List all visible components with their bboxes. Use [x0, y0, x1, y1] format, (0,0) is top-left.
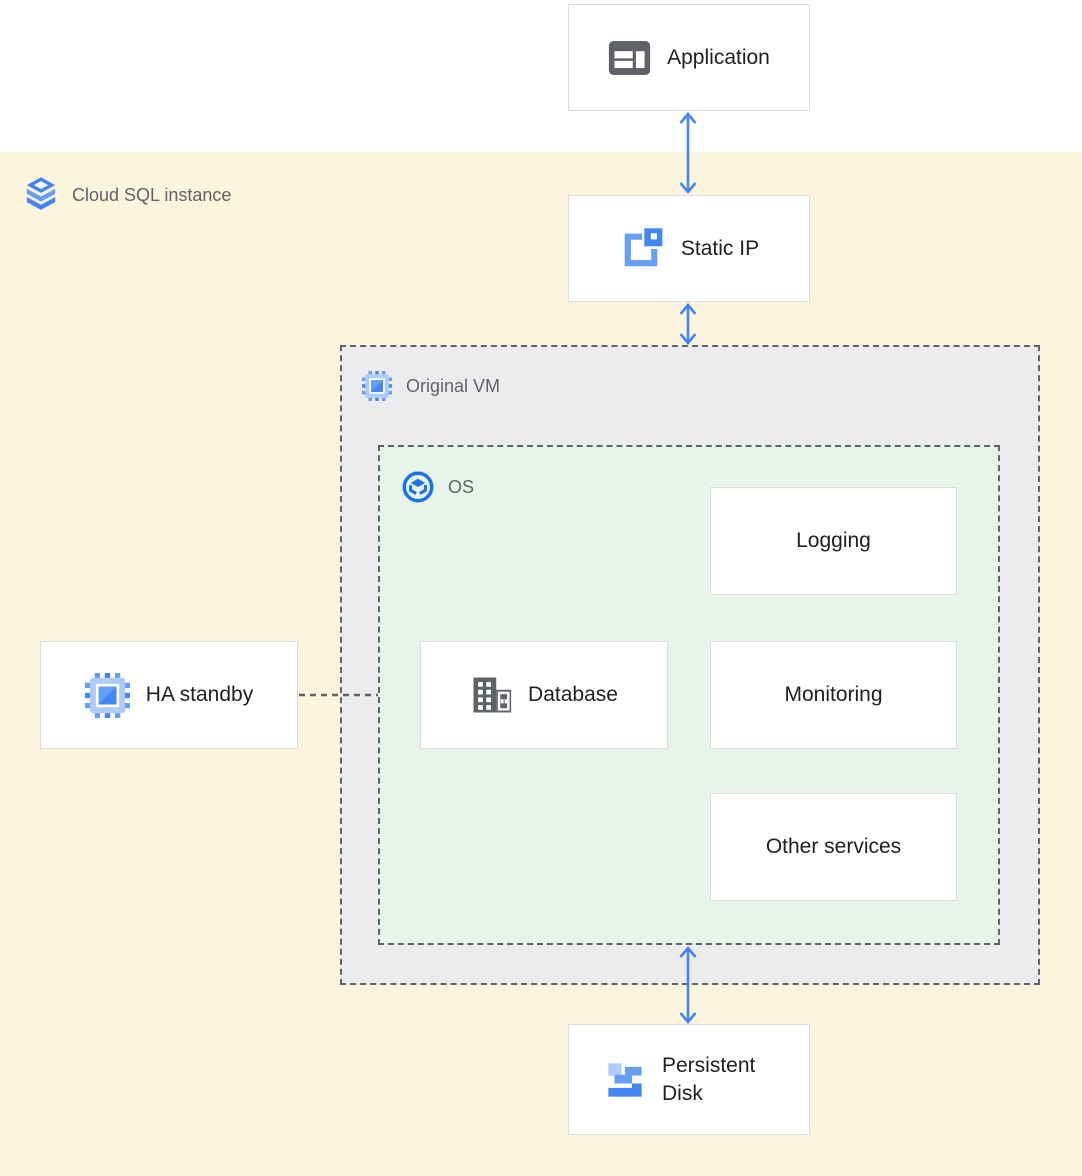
logging-node: Logging — [710, 487, 957, 595]
database-node: Database — [420, 641, 668, 749]
ha-standby-label: HA standby — [145, 683, 254, 706]
application-window-icon — [609, 40, 651, 75]
persistent-disk-label: Persistent Disk — [662, 1054, 756, 1105]
persistent-disk-icon — [608, 1062, 642, 1097]
os-region-label: OS — [402, 471, 474, 503]
original-vm-region-label-text: Original VM — [406, 375, 501, 396]
static-ip-icon — [624, 227, 663, 266]
os-region-label-text: OS — [448, 476, 475, 497]
compute-engine-icon — [84, 672, 130, 718]
database-building-icon — [473, 677, 512, 713]
static-ip-label: Static IP — [680, 236, 760, 260]
cloud-sql-region-label-text: Cloud SQL instance — [72, 184, 232, 205]
persistent-disk-node: Persistent Disk — [568, 1024, 810, 1135]
cloud-sql-region-label: Cloud SQL instance — [24, 176, 231, 214]
static-ip-node: Static IP — [568, 195, 810, 302]
monitoring-node: Monitoring — [710, 641, 957, 749]
os-image-icon — [402, 471, 434, 503]
monitoring-label: Monitoring — [784, 683, 883, 706]
original-vm-region-label: Original VM — [362, 371, 500, 401]
application-label: Application — [667, 45, 770, 69]
compute-engine-icon — [362, 371, 392, 401]
cloud-sql-icon — [26, 177, 56, 210]
other-services-label: Other services — [765, 835, 902, 858]
database-label: Database — [528, 683, 618, 706]
application-node: Application — [568, 4, 810, 111]
logging-label: Logging — [796, 529, 871, 552]
other-services-node: Other services — [710, 793, 957, 901]
ha-standby-node: HA standby — [40, 641, 298, 749]
